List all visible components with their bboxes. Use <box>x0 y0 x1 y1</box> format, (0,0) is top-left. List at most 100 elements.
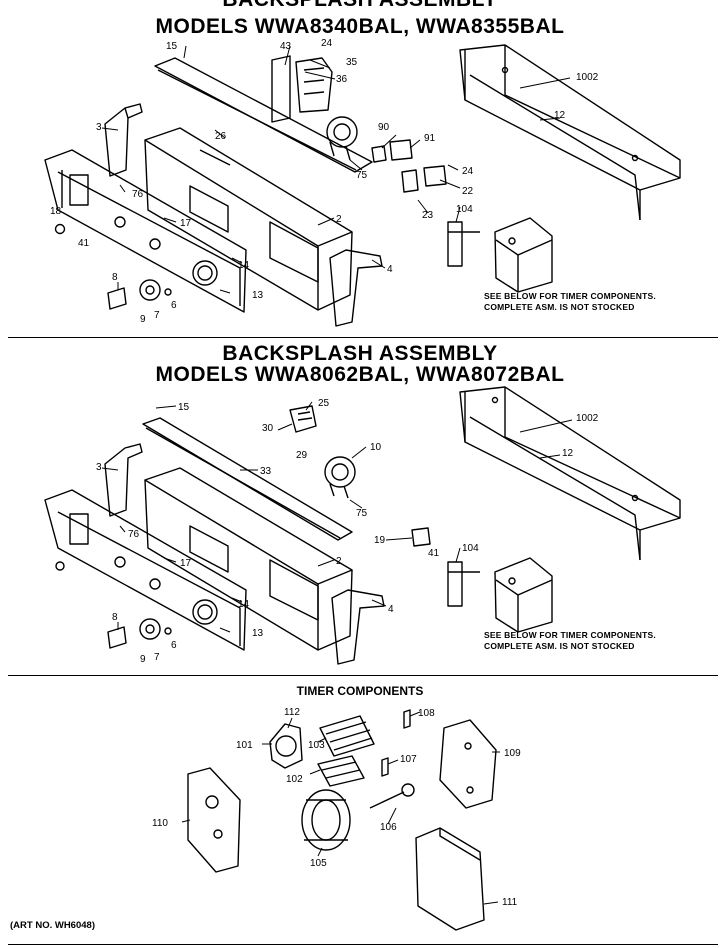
callout-s2-29: 29 <box>296 450 308 461</box>
callout-s1-1002: 1002 <box>576 72 599 83</box>
s2-selector-switch-10 <box>324 456 356 499</box>
section2-note-line1: SEE BELOW FOR TIMER COMPONENTS. <box>484 630 656 640</box>
s2-switch-25 <box>289 405 317 433</box>
callout-s2-41: 41 <box>428 548 440 559</box>
callout-s1-91: 91 <box>424 133 436 144</box>
callout-s2-104: 104 <box>462 543 479 554</box>
callout-s1-90: 90 <box>378 122 390 133</box>
callout-s3-106: 106 <box>380 822 397 833</box>
callout-s2-19: 19 <box>374 535 386 546</box>
callout-s3-102: 102 <box>286 774 303 785</box>
callout-s1-26: 26 <box>215 131 227 142</box>
s3-spring-107-108 <box>381 709 411 777</box>
callout-s1-18: 18 <box>50 206 62 217</box>
callout-s2-4: 4 <box>388 604 394 615</box>
callout-s2-75: 75 <box>356 508 368 519</box>
callout-s2-25: 25 <box>318 398 330 409</box>
callout-s1-2: 2 <box>336 214 342 225</box>
timer-components-title: TIMER COMPONENTS <box>296 684 424 698</box>
s3-cam-stack-103 <box>319 715 375 757</box>
callout-s1-22: 22 <box>462 186 474 197</box>
callout-s1-14: 14 <box>238 260 250 271</box>
s1-control-panel-2 <box>144 127 353 311</box>
s1-timer-104 <box>447 217 553 293</box>
callout-s3-110: 110 <box>152 818 168 829</box>
section2-note-line2: COMPLETE ASM. IS NOT STOCKED <box>484 641 635 651</box>
s1-graphic-panel-13 <box>44 149 247 313</box>
s1-end-support-1002 <box>459 44 681 221</box>
s3-frame-110 <box>187 767 241 873</box>
callout-s1-36: 36 <box>336 74 348 85</box>
callout-s1-15: 15 <box>166 41 178 52</box>
callout-s2-17: 17 <box>180 558 192 569</box>
callout-s2-12: 12 <box>562 448 574 459</box>
s2-end-cap-3 <box>104 443 143 517</box>
s2-timer-104 <box>447 557 553 633</box>
section1-note-line1: SEE BELOW FOR TIMER COMPONENTS. <box>484 291 656 301</box>
callout-s3-112: 112 <box>284 707 300 718</box>
s1-end-cap-3 <box>104 103 143 177</box>
callout-s1-13: 13 <box>252 290 264 301</box>
callout-s2-13: 13 <box>252 628 264 639</box>
section1-models: MODELS WWA8340BAL, WWA8355BAL <box>155 15 565 38</box>
callout-s1-9: 9 <box>140 314 146 325</box>
callout-s3-101: 101 <box>236 740 253 751</box>
s1-small-parts <box>54 139 447 310</box>
callout-s2-14: 14 <box>238 599 250 610</box>
callout-s1-8: 8 <box>112 272 118 283</box>
callout-s3-103: 103 <box>308 740 325 751</box>
callout-s3-108: 108 <box>418 708 435 719</box>
callout-s2-7: 7 <box>154 652 160 663</box>
callout-s2-9: 9 <box>140 654 146 665</box>
section-divider-1 <box>8 337 718 338</box>
callout-s2-1002: 1002 <box>576 413 599 424</box>
callout-s1-6: 6 <box>171 300 177 311</box>
s3-timer-motor-101 <box>269 723 303 769</box>
callout-s2-10: 10 <box>370 442 382 453</box>
callout-s1-12: 12 <box>554 110 566 121</box>
s2-small-parts <box>55 527 431 649</box>
s1-selector-switch <box>326 116 358 161</box>
callout-s2-30: 30 <box>262 423 274 434</box>
callout-s2-2: 2 <box>336 556 342 567</box>
s3-plate-109 <box>439 719 497 809</box>
s2-end-cap-4 <box>331 589 385 665</box>
section2-title: BACKSPLASH ASSEMBLY <box>222 342 498 365</box>
section1-title: BACKSPLASH ASSEMBLY <box>0 0 720 11</box>
callout-s3-111: 111 <box>502 897 518 908</box>
s2-backsplash-trim-33 <box>142 417 353 541</box>
s1-backsplash-trim-26 <box>154 57 373 173</box>
callout-s1-104: 104 <box>456 204 473 215</box>
s3-drum-105 <box>301 789 351 851</box>
page-bottom-rule <box>8 944 718 945</box>
callout-s1-24b: 24 <box>462 166 474 177</box>
section2-models: MODELS WWA8062BAL, WWA8072BAL <box>155 363 565 386</box>
s2-control-panel-2 <box>144 467 353 651</box>
s3-cover-111 <box>415 827 485 931</box>
callout-s3-105: 105 <box>310 858 327 869</box>
callout-s1-7: 7 <box>154 310 160 321</box>
callout-s1-41: 41 <box>78 238 90 249</box>
callout-s1-3: 3 <box>96 122 102 133</box>
s3-cam-102 <box>317 755 365 787</box>
s2-graphic-panel-13 <box>44 489 247 651</box>
callout-s1-23: 23 <box>422 210 434 221</box>
callout-s1-43: 43 <box>280 41 292 52</box>
callout-s2-6: 6 <box>171 640 177 651</box>
s1-end-cap-4 <box>329 249 383 327</box>
callout-s1-24a: 24 <box>321 38 333 49</box>
section-divider-2 <box>8 675 718 676</box>
s2-end-support-1002 <box>459 386 681 561</box>
callout-s1-17: 17 <box>180 218 192 229</box>
callout-s3-109: 109 <box>504 748 521 759</box>
callout-s1-35: 35 <box>346 57 358 68</box>
callout-s1-76: 76 <box>132 189 144 200</box>
callout-s2-33: 33 <box>260 466 272 477</box>
callout-s2-76: 76 <box>128 529 140 540</box>
callout-s2-8: 8 <box>112 612 118 623</box>
callout-s1-75: 75 <box>356 170 368 181</box>
callout-s2-15: 15 <box>178 402 190 413</box>
callout-s2-3: 3 <box>96 462 102 473</box>
